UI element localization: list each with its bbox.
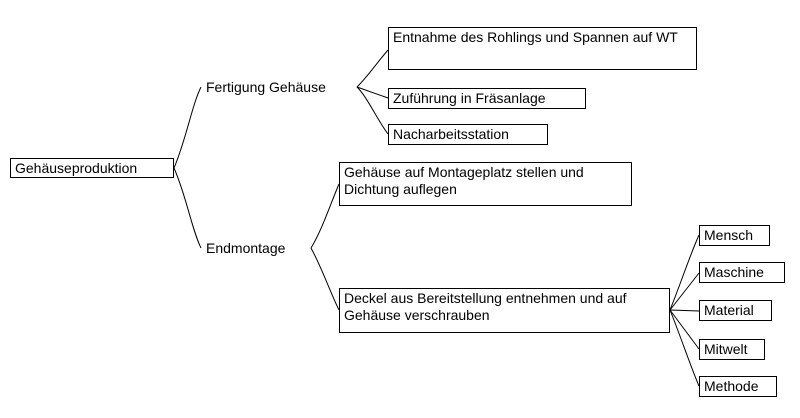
- connector-fertigung-entnahme: [356, 49, 389, 88]
- node-deckel-verschrauben: Deckel aus Bereitstellung entnehmen und …: [339, 288, 670, 333]
- connector-deckel-methode: [669, 309, 700, 387]
- node-gehaeuse-montageplatz: Gehäuse auf Montageplatz stellen und Dic…: [339, 162, 632, 206]
- connector-fertigung-zufuehrung: [356, 86, 389, 99]
- connector-deckel-maschine: [669, 272, 700, 311]
- factor-mitwelt: Mitwelt: [699, 339, 765, 360]
- root-node: Gehäuseproduktion: [10, 158, 174, 178]
- node-nacharbeitsstation: Nacharbeitsstation: [388, 124, 548, 145]
- factor-mensch: Mensch: [699, 225, 770, 246]
- connector-endmontage-deckel: [310, 247, 340, 311]
- connector-fertigung-nacharbeit: [356, 86, 389, 135]
- factor-methode: Methode: [699, 376, 777, 397]
- connector-deckel-mitwelt: [669, 309, 700, 350]
- connector-root-fertigung: [173, 86, 202, 169]
- connector-endmontage-gehaeuse: [310, 183, 340, 249]
- branch-fertigung-gehaeuse: Fertigung Gehäuse: [206, 79, 326, 95]
- branch-endmontage: Endmontage: [206, 240, 286, 256]
- connector-deckel-mensch: [669, 234, 700, 311]
- node-entnahme-rohling: Entnahme des Rohlings und Spannen auf WT: [388, 27, 697, 70]
- node-zufuehrung-fraesanlage: Zuführung in Fräsanlage: [388, 88, 586, 109]
- connector-root-endmontage: [173, 167, 202, 249]
- factor-material: Material: [699, 300, 772, 321]
- factor-maschine: Maschine: [699, 262, 785, 283]
- connector-deckel-material: [669, 309, 700, 312]
